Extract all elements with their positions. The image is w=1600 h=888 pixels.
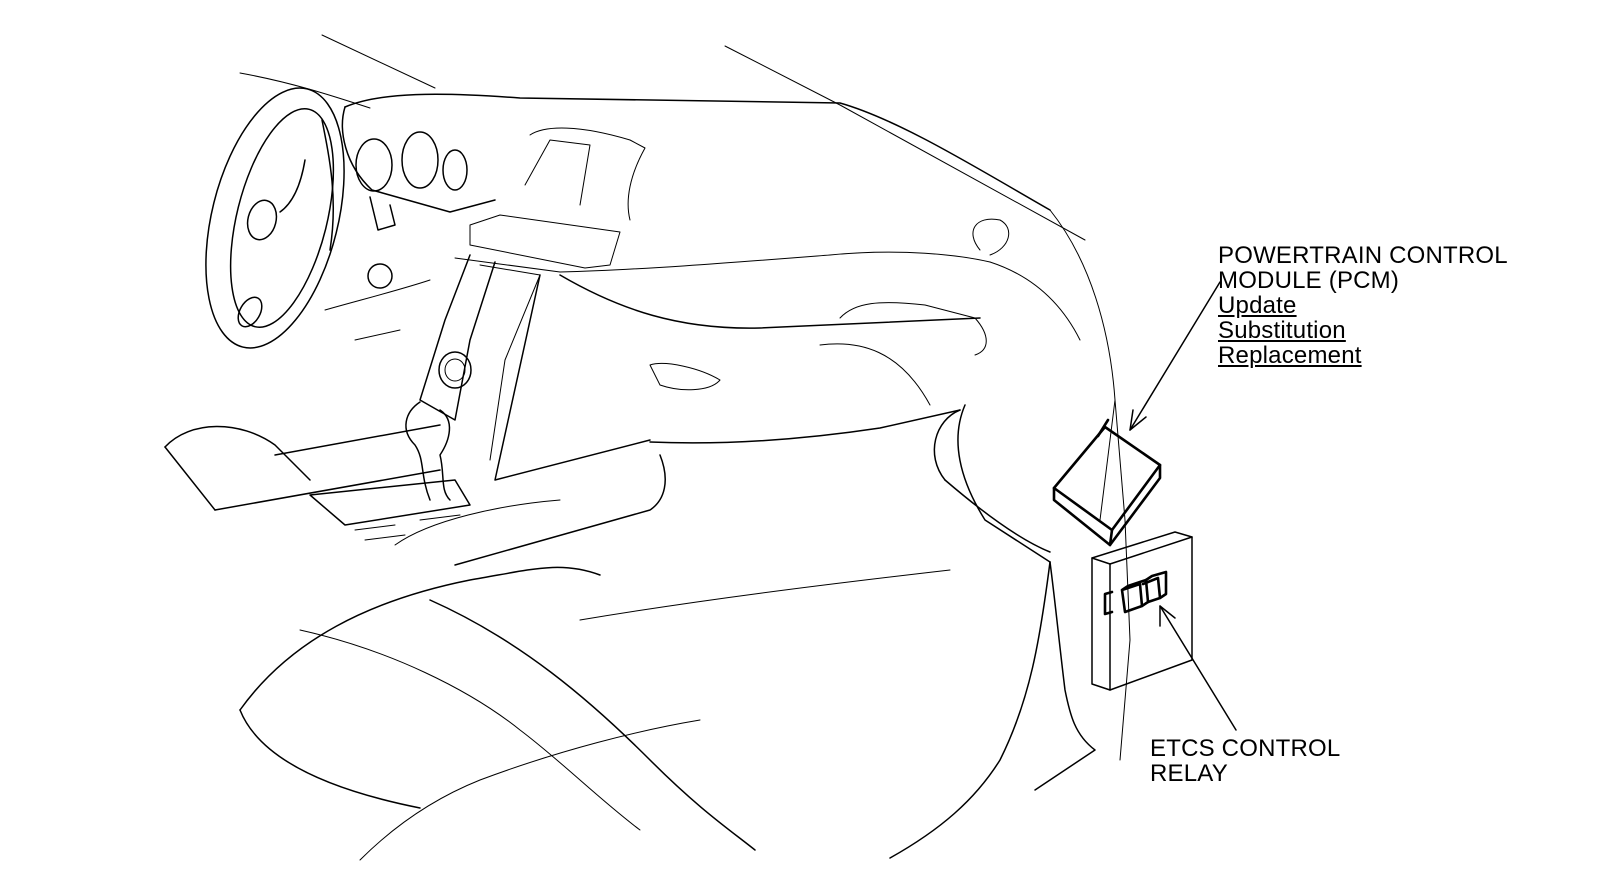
pcm-leader-line xyxy=(1129,281,1221,431)
etcs-relay-callout: ETCS CONTROL RELAY xyxy=(1150,736,1340,786)
ignition-switch xyxy=(367,263,393,289)
center-console xyxy=(214,254,666,566)
instrument-cluster xyxy=(341,93,1051,231)
dashboard xyxy=(454,127,1116,563)
roof-line xyxy=(321,34,436,89)
kick-panel xyxy=(579,399,1131,859)
etcs-relay-callout-line2: RELAY xyxy=(1150,760,1228,787)
pcm-leader-arrowhead xyxy=(1129,409,1147,431)
pcm-callout-title-line1: POWERTRAIN CONTROL xyxy=(1218,242,1508,269)
relay-leader-arrowhead xyxy=(1159,605,1176,627)
relay-leader-line xyxy=(1159,605,1237,731)
pcm-update-link[interactable]: Update xyxy=(1218,292,1297,319)
a-pillar-line xyxy=(724,45,1086,241)
front-seat xyxy=(164,425,756,861)
steering-wheel xyxy=(205,87,345,349)
windshield-line xyxy=(239,72,371,109)
pcm-callout: POWERTRAIN CONTROL MODULE (PCM) Update S… xyxy=(1218,243,1508,368)
pcm-callout-title-line2: MODULE (PCM) xyxy=(1218,267,1400,294)
pcm-module xyxy=(1052,418,1162,547)
pcm-substitution-link[interactable]: Substitution xyxy=(1218,317,1346,344)
relay-bracket xyxy=(1091,531,1193,691)
etcs-relay-callout-line1: ETCS CONTROL xyxy=(1150,735,1341,762)
pcm-replacement-link[interactable]: Replacement xyxy=(1218,342,1362,369)
